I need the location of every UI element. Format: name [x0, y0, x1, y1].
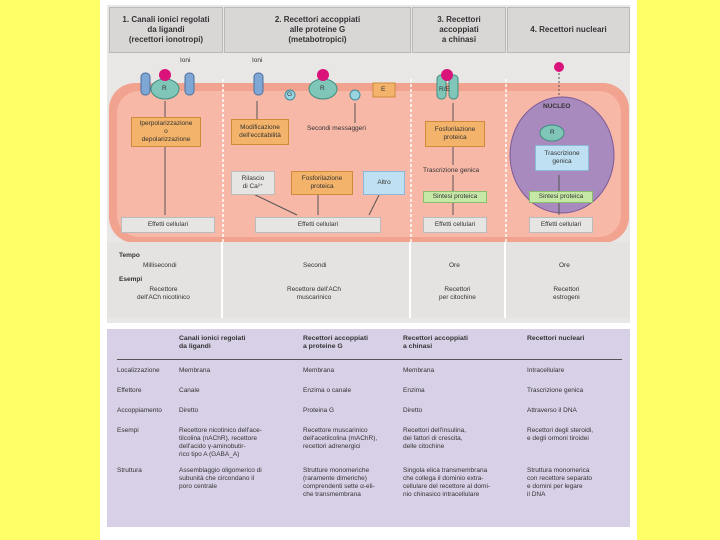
- col1-effects-box: Effetti cellulari: [121, 217, 215, 233]
- table-header-3: Recettori accoppiati a chinasi: [403, 335, 468, 350]
- receptor-figure: 1. Canali ionici regolati da ligandi (re…: [107, 5, 630, 323]
- col4-effects-box: Effetti cellulari: [529, 217, 593, 233]
- table-cell: Membrana: [403, 367, 435, 374]
- table-cell: Attraverso il DNA: [527, 407, 577, 414]
- table-header-4: Recettori nucleari: [527, 335, 585, 342]
- effector-e: [372, 82, 396, 98]
- slide-page: 1. Canali ionici regolati da ligandi (re…: [100, 0, 637, 540]
- table-cell: Recettore nicotinico dell'ace- tilcolina…: [179, 427, 262, 458]
- table-cell: Membrana: [303, 367, 335, 374]
- esempi-label: Esempi: [119, 276, 143, 283]
- header-col-1: 1. Canali ionici regolati da ligandi (re…: [109, 7, 223, 53]
- table-header-1: Canali ionici regolati da ligandi: [179, 335, 246, 350]
- kinase-receptor-right: [448, 74, 459, 100]
- tempo-value-3: Ore: [449, 262, 460, 269]
- g-protein-2: [349, 89, 361, 101]
- row-label-accoppiamento: Accoppiamento: [117, 407, 162, 414]
- nuclear-receptor: [539, 124, 565, 142]
- effector-label: E: [381, 86, 386, 93]
- table-cell: Intracellulare: [527, 367, 565, 374]
- ion-channel-right: [184, 72, 195, 96]
- table-cell: Enzima: [403, 387, 425, 394]
- second-messengers-label: Secondi messaggeri: [307, 125, 366, 132]
- table-header-2: Recettori accoppiati a proteine G: [303, 335, 368, 350]
- table-cell: Canale: [179, 387, 200, 394]
- table-cell: Diretto: [179, 407, 199, 414]
- esempi-value-1: Recettore dell'ACh nicotinico: [137, 286, 190, 301]
- header-col-3: 3. Recettori accoppiati a chinasi: [412, 7, 506, 53]
- header-col-2: 2. Recettori accoppiati alle proteine G …: [224, 7, 411, 53]
- tempo-value-1: Millisecondi: [143, 262, 177, 269]
- table-cell: Trascrizione genica: [527, 387, 584, 394]
- table-cell: Strutture monomeriche (raramente dimeric…: [303, 467, 375, 498]
- col2-effects-box: Effetti cellulari: [255, 217, 381, 233]
- tempo-label: Tempo: [119, 252, 140, 259]
- other-box: Altro: [363, 171, 405, 195]
- header-rule: [117, 359, 622, 360]
- header-col-4: 4. Recettori nucleari: [507, 7, 630, 53]
- table-cell: Struttura monomerica con recettore separ…: [527, 467, 593, 498]
- row-label-esempi: Esempi: [117, 427, 139, 434]
- excitability-box: Modificazione dell'eccitabilità: [231, 119, 289, 145]
- receptor-4-label: R: [550, 129, 555, 136]
- ligand-1: [159, 69, 171, 81]
- col3-effects-box: Effetti cellulari: [423, 217, 487, 233]
- timeline-strip: Tempo Millisecondi Secondi Ore Ore Esemp…: [107, 242, 630, 318]
- esempi-value-3: Recettori per citochine: [439, 286, 476, 301]
- g-protein-1: [284, 89, 296, 101]
- receptor-1-label: R: [162, 85, 167, 92]
- ligand-2: [317, 69, 329, 81]
- protein-phosphorylation-box-2: Fosforilazione proteica: [291, 171, 353, 195]
- ioni-label-1: Ioni: [180, 57, 191, 64]
- table-cell: Diretto: [403, 407, 423, 414]
- table-cell: Assemblaggio oligomerico di subunità che…: [179, 467, 262, 490]
- esempi-value-4: Recettori estrogeni: [553, 286, 580, 301]
- table-cell: Recettore muscarinico dell'acetilcolina …: [303, 427, 378, 450]
- ligand-3: [441, 69, 453, 81]
- comparison-table: Canali ionici regolati da ligandi Recett…: [107, 329, 630, 527]
- table-cell: Membrana: [179, 367, 211, 374]
- esempi-value-2: Recettore dell'ACh muscarinico: [287, 286, 341, 301]
- receptor-2-label: R: [320, 85, 325, 92]
- hyper-depolarization-box: Iperpolarizzazione o depolarizzazione: [131, 117, 201, 147]
- protein-phosphorylation-box-3: Fosforilazione proteica: [425, 121, 485, 147]
- table-cell: Recettori dell'insulina, dei fattori di …: [403, 427, 467, 450]
- nucleus-label: NUCLEO: [543, 103, 571, 110]
- ioni-label-2: Ioni: [252, 57, 263, 64]
- receptor-3-label: R/E: [439, 86, 450, 93]
- gene-transcription-label-3: Trascrizione genica: [423, 167, 480, 174]
- table-cell: Proteina G: [303, 407, 335, 414]
- table-cell: Singola elica transmembrana che collega …: [403, 467, 491, 498]
- protein-synthesis-box-4: Sintesi proteica: [529, 191, 593, 203]
- tempo-value-4: Ore: [559, 262, 570, 269]
- row-label-struttura: Struttura: [117, 467, 142, 474]
- ion-channel-left: [140, 72, 151, 96]
- gpcr-channel: [253, 72, 264, 96]
- gene-transcription-box-4: Trascrizione genica: [535, 145, 589, 171]
- calcium-release-box: Rilascio di Ca²⁺: [231, 171, 275, 195]
- protein-synthesis-box-3: Sintesi proteica: [423, 191, 487, 203]
- ligand-4: [554, 62, 564, 72]
- row-label-localizzazione: Localizzazione: [117, 367, 160, 374]
- g-protein-label: G: [287, 91, 293, 98]
- tempo-value-2: Secondi: [303, 262, 327, 269]
- table-cell: Enzima o canale: [303, 387, 352, 394]
- table-cell: Recettori degli steroidi, e degli ormoni…: [527, 427, 594, 442]
- row-label-effettore: Effettore: [117, 387, 142, 394]
